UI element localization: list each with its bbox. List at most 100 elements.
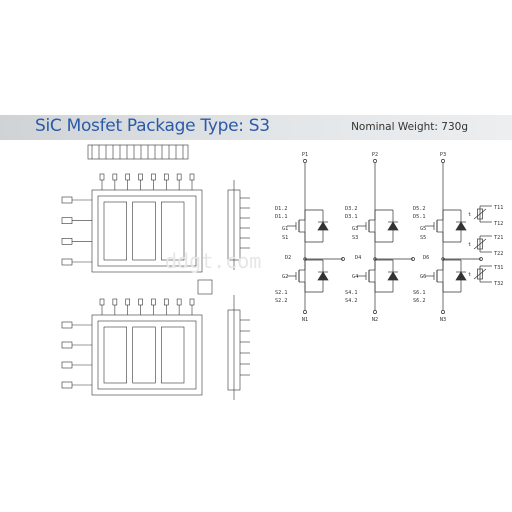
pin-tab — [99, 298, 105, 306]
schematic-label: S2.1 — [275, 290, 288, 296]
schematic-label: G2 — [282, 274, 288, 280]
output-terminal — [411, 257, 415, 261]
schematic-label: N1 — [302, 317, 308, 323]
schematic-label: S6.2 — [413, 298, 426, 304]
schematic-label: T12 — [494, 221, 503, 227]
pin-tab — [112, 173, 118, 181]
pin-tab — [151, 173, 156, 181]
module-outline — [91, 189, 203, 273]
schematic-label: P2 — [372, 152, 378, 158]
module-inner — [97, 320, 197, 390]
thermistor-body — [477, 208, 483, 220]
schematic-label: D6 — [423, 255, 429, 261]
pin-tab — [99, 173, 105, 181]
schematic-label: S4.2 — [345, 298, 358, 304]
schematic-label: S2.2 — [275, 298, 288, 304]
callout-box — [61, 381, 73, 389]
terminal-node — [303, 310, 307, 314]
terminal-node — [373, 310, 377, 314]
callout-box — [61, 361, 73, 369]
module-outline — [91, 314, 203, 396]
schematic-label: T22 — [494, 251, 503, 257]
schematic-label: D3.2 — [345, 206, 358, 212]
cell-outline — [103, 201, 127, 261]
diode-body — [455, 271, 467, 281]
schematic-label: P1 — [302, 152, 308, 158]
callout-box — [61, 217, 73, 224]
header-bar: SiC Mosfet Package Type: S3 Nominal Weig… — [0, 115, 512, 140]
diode-body — [387, 271, 399, 281]
terminal-node — [373, 159, 377, 163]
pin-tab — [138, 298, 143, 306]
schematic-label: D1.1 — [275, 214, 288, 220]
schematic-label: S1 — [282, 235, 288, 241]
thermistor-arrow — [473, 208, 487, 220]
pin-tab — [189, 298, 195, 306]
schematic-label: G6 — [420, 274, 426, 280]
nominal-weight: Nominal Weight: 730g — [351, 121, 468, 133]
schematic-label: D5.1 — [413, 214, 426, 220]
schematic-label: N3 — [440, 317, 446, 323]
schematic-label: S4.1 — [345, 290, 358, 296]
schematic-label: D4 — [355, 255, 361, 261]
cell-outline — [132, 326, 156, 384]
pin-tab — [125, 298, 131, 306]
schematic-label: N2 — [372, 317, 378, 323]
watermark: ddgt.com — [165, 249, 261, 273]
cell-outline — [132, 201, 156, 261]
diode-body — [387, 221, 399, 231]
schematic-label: S3 — [352, 235, 358, 241]
callout-box — [61, 238, 73, 245]
schematic-label: D1.2 — [275, 206, 288, 212]
schematic-label: G5 — [420, 226, 426, 232]
top-view-strip — [87, 144, 189, 160]
schematic-label: T11 — [494, 205, 503, 211]
schematic-label: T31 — [494, 265, 503, 271]
thermistor-arrow — [473, 238, 487, 250]
pin-tab — [163, 173, 169, 181]
terminal-node — [441, 159, 445, 163]
schematic-label: t — [468, 272, 471, 278]
pin-tab — [163, 298, 169, 306]
schematic-label: P3 — [440, 152, 446, 158]
terminal-node — [441, 310, 445, 314]
terminal-node — [303, 159, 307, 163]
schematic-label: D5.2 — [413, 206, 426, 212]
schematic-label: t — [468, 212, 471, 218]
schematic-label: S5 — [420, 235, 426, 241]
output-terminal — [341, 257, 345, 261]
diode-body — [317, 221, 329, 231]
thermistor-arrow — [473, 268, 487, 280]
detail-box — [197, 279, 213, 295]
cell-outline — [103, 326, 127, 384]
callout-box — [61, 258, 73, 266]
callout-box — [61, 341, 73, 349]
page-title: SiC Mosfet Package Type: S3 — [35, 116, 270, 136]
pin-tab — [125, 173, 131, 181]
module-inner — [97, 195, 197, 267]
pin-tab — [151, 298, 156, 306]
output-terminal — [479, 257, 483, 261]
schematic-label: t — [468, 242, 471, 248]
cell-outline — [161, 326, 185, 384]
pin-tab — [176, 298, 182, 306]
pin-tab — [189, 173, 195, 181]
pin-tab — [138, 173, 143, 181]
diode-body — [317, 271, 329, 281]
diode-body — [455, 221, 467, 231]
thermistor-body — [477, 238, 483, 250]
mechanical-outline — [61, 144, 250, 400]
schematic-label: T21 — [494, 235, 503, 241]
schematic-label: G4 — [352, 274, 358, 280]
schematic-label: D3.1 — [345, 214, 358, 220]
schematic-label: T32 — [494, 281, 503, 287]
schematic-label: G1 — [282, 226, 288, 232]
cell-outline — [161, 201, 185, 261]
schematic-label: D2 — [285, 255, 291, 261]
schematic-label: G3 — [352, 226, 358, 232]
callout-box — [61, 196, 73, 204]
thermistor-body — [477, 268, 483, 280]
callout-box — [61, 321, 73, 329]
